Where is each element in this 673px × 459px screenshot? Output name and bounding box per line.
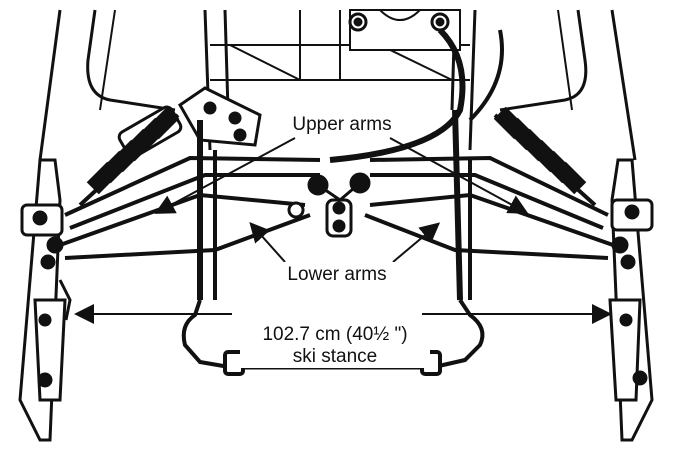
right-shock-absorber [493, 106, 597, 207]
upper-arm-left [64, 155, 321, 230]
lower-arms-arrows [249, 222, 441, 263]
upper-arms-label: Upper arms [292, 114, 391, 135]
left-body-panel [38, 9, 176, 161]
upper-arms-arrows [154, 137, 529, 214]
right-body-panel [499, 9, 637, 161]
lower-arm-right [364, 192, 614, 260]
lower-arms-label-bg [276, 262, 398, 286]
lower-arms-label: Lower arms [287, 264, 386, 285]
left-shock-absorber [78, 105, 183, 207]
left-ski-spindle [18, 158, 72, 442]
steering-hub [287, 172, 371, 238]
upper-arms-label-bg [282, 112, 402, 136]
stance-label-bg [240, 320, 430, 368]
left-mounting-plate [178, 86, 262, 147]
lower-arm-left [59, 192, 311, 260]
right-ski-spindle [608, 158, 654, 442]
stance-caption-label: ski stance [293, 346, 377, 367]
steering-tubes [197, 27, 504, 301]
upper-arm-right [369, 155, 609, 230]
stance-measurement-label: 102.7 cm (40½ ") [262, 324, 407, 345]
